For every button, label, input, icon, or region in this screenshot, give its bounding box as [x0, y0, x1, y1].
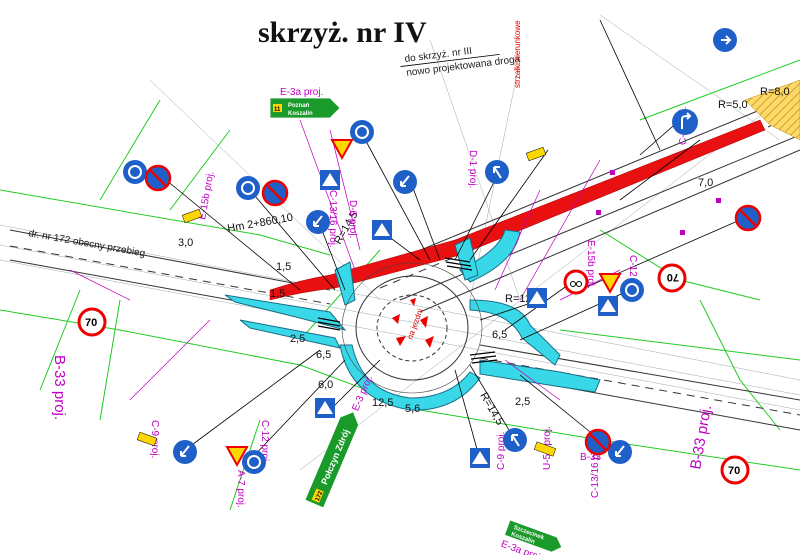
no-stopping-sign-icon	[144, 164, 172, 192]
cycle-path	[269, 119, 766, 301]
existing-road-label: dr. nr 172 obecny przebieg	[27, 228, 146, 259]
label-d6: D-6 proj.	[347, 200, 358, 238]
svg-text:70: 70	[85, 317, 97, 329]
keep-left-sign-icon	[173, 440, 197, 464]
label-c12-right: C-12 proj.	[627, 255, 638, 299]
dim-r8: R=8,0	[760, 86, 790, 98]
pedestrian-crossing-sign-icon	[372, 220, 392, 240]
roundabout-sign-icon	[123, 160, 147, 184]
roundabout-sign-icon	[242, 450, 266, 474]
svg-text:E-3a proj.: E-3a proj.	[280, 87, 323, 98]
label-c12-left: C-12 proj.	[259, 420, 270, 464]
no-stopping-sign-icon	[734, 204, 762, 232]
label-c9-right: C-9 proj.	[496, 432, 507, 470]
annotation-leaders	[69, 119, 621, 401]
red-note-1: strzałki kierunkowe	[513, 20, 522, 88]
label-b33-small: B-33	[580, 452, 602, 463]
label-d1: D-1 proj.	[467, 150, 478, 188]
pedestrian-crossing-sign-icon	[598, 296, 618, 316]
hm-label: Hm 2+860,10	[226, 212, 293, 235]
dim-r12: R=12	[505, 293, 532, 305]
no-stopping-sign-icon	[584, 428, 612, 456]
pedestrian-crossing-sign-icon	[470, 448, 490, 468]
give-way-sign-icon	[225, 446, 249, 468]
dim-125: 12,5	[372, 397, 393, 409]
central-island	[341, 262, 483, 394]
marker-squares	[596, 170, 721, 235]
pedestrian-crossing-sign-icon	[527, 288, 547, 308]
svg-text:Poznań: Poznań	[288, 103, 310, 109]
give-way-sign-icon	[598, 273, 622, 295]
leader-lines	[159, 19, 741, 461]
dim-15b: 1,5	[270, 288, 285, 300]
label-e15b-right: E-15b proj.	[585, 240, 596, 289]
b33-right-label: B-33 proj.	[687, 404, 715, 471]
turn-sign-icon	[672, 109, 698, 135]
keep-left-sign-icon	[306, 210, 330, 234]
page-title: skrzyż. nr IV	[258, 16, 427, 49]
svg-text:70: 70	[667, 271, 679, 283]
roundabout-sign-icon	[620, 278, 644, 302]
dim-25a: 2,5	[290, 333, 305, 345]
label-a7: A-7 proj.	[235, 470, 246, 508]
no-stopping-sign-icon	[261, 179, 289, 207]
dim-60: 6,0	[318, 379, 333, 391]
roundabout-sign-icon	[350, 120, 374, 144]
svg-text:11: 11	[274, 107, 281, 113]
straight-arrow-sign-icon	[485, 160, 509, 184]
dim-15a: 1,5	[276, 261, 291, 273]
straight-arrow-sign-icon	[503, 428, 527, 452]
keep-left-sign-icon	[608, 440, 632, 464]
direction-sign-szczecinek: Szczecinek Koszalin E-3a proj.	[499, 519, 563, 555]
label-c13-bottom: C-13/16 proj.	[590, 440, 601, 498]
svg-text:172: 172	[315, 490, 325, 502]
dim-30: 3,0	[178, 237, 193, 249]
svg-text:70: 70	[728, 465, 740, 477]
yellow-board	[136, 146, 557, 457]
crossings	[317, 257, 498, 364]
speed-limit-sign: 70	[720, 455, 750, 485]
speed-limit-sign: 70	[77, 307, 107, 337]
pedestrian-crossing-sign-icon	[320, 170, 340, 190]
dim-65a: 6,5	[316, 349, 331, 361]
dim-65b: 6,5	[492, 329, 507, 341]
direction-sign-poznan: E-3a proj. 11 Poznań Koszalin	[269, 87, 341, 119]
hatched-area	[744, 79, 800, 141]
keep-left-sign-icon	[393, 170, 417, 194]
dim-r5: R=5,0	[718, 99, 748, 111]
dim-70: 7,0	[698, 177, 713, 189]
speed-limit-sign: 70	[657, 263, 687, 293]
b33-left-label: B-33 proj.	[51, 355, 68, 420]
direction-sign-polczyn: 172 Połczyn Zdrój E-3 proj.	[304, 374, 375, 509]
no-bicycle-sign-icon	[563, 269, 589, 295]
turn-sign-icon	[713, 28, 737, 52]
give-way-sign-icon	[330, 139, 354, 161]
pedestrian-crossing-sign-icon	[315, 398, 335, 418]
dim-56: 5,6	[405, 403, 420, 415]
svg-text:Koszalin: Koszalin	[288, 111, 313, 117]
roundabout-sign-icon	[236, 176, 260, 200]
label-c13-top: C-13/16 proj.	[327, 190, 338, 248]
dim-25b: 2,5	[515, 396, 530, 408]
